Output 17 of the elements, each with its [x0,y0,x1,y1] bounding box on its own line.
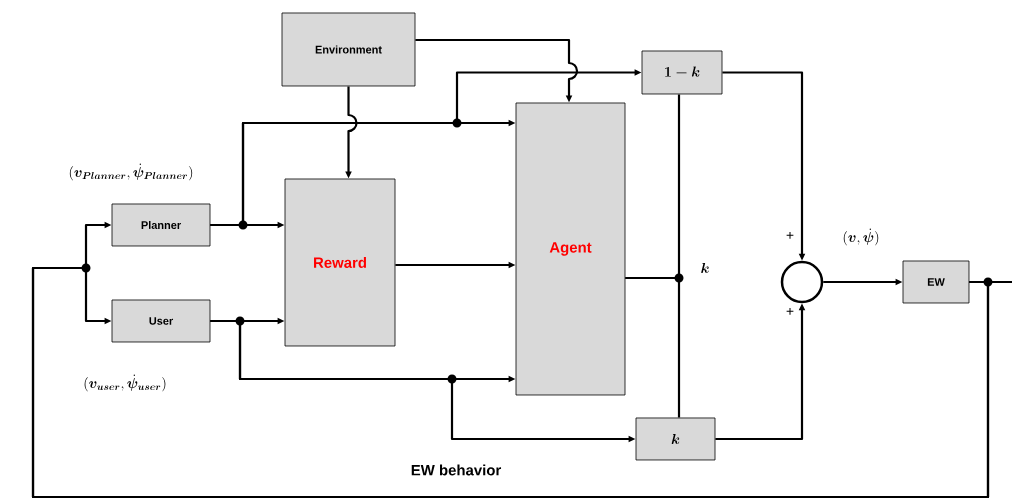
block-box: $\bm{1-k}$ [641,50,723,95]
block-box: User [111,299,211,343]
coordinate-label: $(\bm{v_{user}}, \bm{\dot{\psi}_{user}})$ [84,374,166,392]
block-box: Environment [281,12,416,87]
plus-sign: + [786,231,794,239]
coordinate-label: $(\bm{v_{Planner}}, \bm{\dot{\psi}_{Planner}})$ [69,163,193,181]
gain-label: $\bm{k}$ [701,263,709,274]
summing-junction [780,260,824,304]
agent-box: Agent [515,102,626,396]
block-box: Planner [111,203,211,247]
coordinate-label: $(\bm{v}, \bm{\dot{\psi}})$ [843,228,879,246]
reward-box: Reward [284,178,396,347]
section-label: EW behavior [411,464,502,476]
block-box: EW [902,260,970,304]
plus-sign: + [786,307,794,315]
block-box: $\bm{k}$ [635,417,716,461]
arrow [31,266,990,498]
